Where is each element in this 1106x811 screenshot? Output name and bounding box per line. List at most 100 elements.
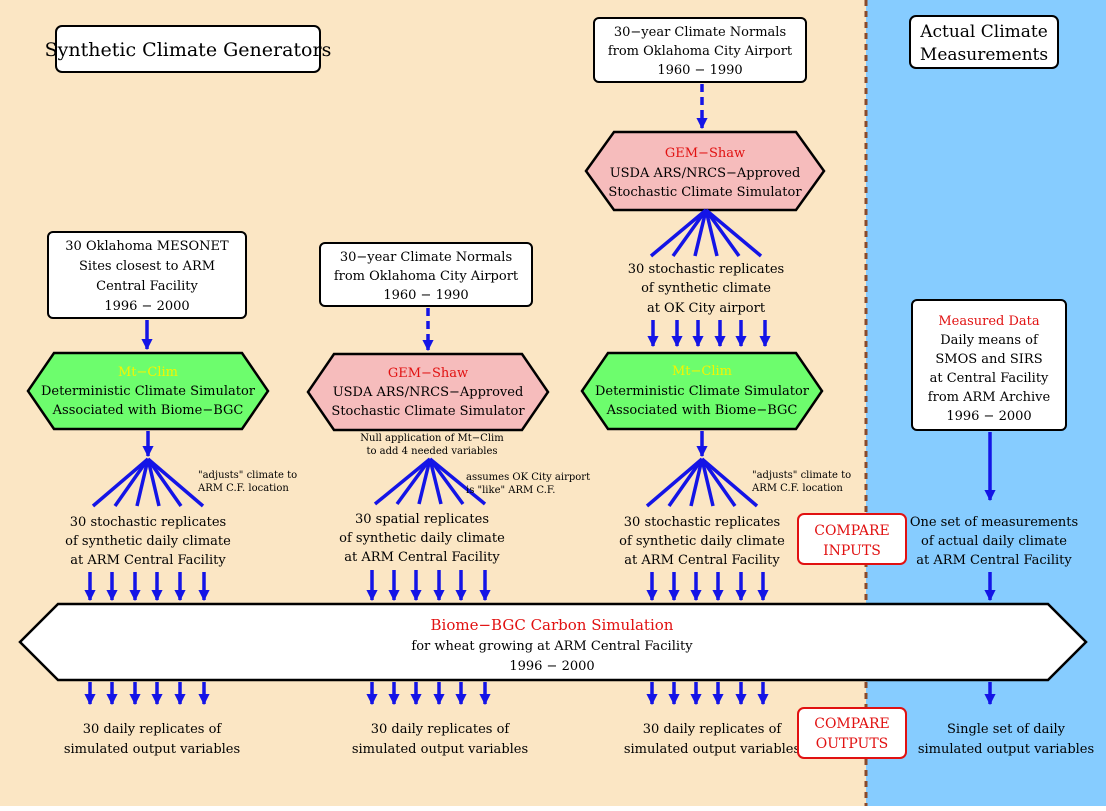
gemshaw-mid-line-1: USDA ARS/NRCS−Approved (333, 385, 524, 400)
adjusts-left-line-2: ARM C.F. location (197, 483, 289, 494)
arrows-out-mid (366, 682, 491, 706)
compare-inputs-line-1: COMPARE (814, 523, 890, 539)
replicates-mid-line-1: 30 spatial replicates (355, 512, 489, 527)
replicates-actual-line-1: One set of measurements (910, 515, 1078, 530)
replicates-mid-line-3: at ARM Central Facility (344, 550, 500, 565)
outputs-actual-line-2: simulated output variables (918, 742, 1094, 757)
biome-bgc-hexagon: Biome−BGC Carbon Simulation for wheat gr… (18, 602, 1088, 682)
fan-line (671, 208, 708, 258)
compare-outputs-line-2: OUTPUTS (816, 736, 889, 752)
actual-header-line-1: Actual Climate (919, 22, 1048, 42)
biome-line-1: for wheat growing at ARM Central Facilit… (411, 639, 693, 654)
mtclim-right-line-1: Deterministic Climate Simulator (595, 384, 810, 399)
compare-inputs-line-2: INPUTS (823, 543, 881, 559)
arrows-in-left (84, 572, 210, 602)
arrows-top (647, 320, 771, 348)
replicates-right-line-3: at ARM Central Facility (624, 553, 780, 568)
replicates-left-line-2: of synthetic daily climate (65, 534, 231, 549)
normals-mid-line-3: 1960 − 1990 (383, 288, 468, 303)
mesonet-line-2: Sites closest to ARM (79, 259, 215, 274)
mtclim-left-line-2: Associated with Biome−BGC (52, 403, 244, 418)
measured-line-5: 1996 − 2000 (946, 409, 1031, 424)
fan-top (649, 208, 763, 258)
outputs-right-line-1: 30 daily replicates of (643, 722, 783, 737)
normals-mid-line-1: 30−year Climate Normals (340, 250, 512, 265)
normals-source-mid: 30−year Climate Normals from Oklahoma Ci… (319, 242, 533, 307)
mtclim-left-hexagon: Mt−Clim Deterministic Climate Simulator … (26, 351, 270, 431)
fan-right (645, 457, 759, 508)
gemshaw-mid-line-2: Stochastic Climate Simulator (331, 404, 525, 419)
adjusts-left-line-1: "adjusts" climate to (198, 470, 297, 481)
null-mtclim-line-2: to add 4 needed variables (366, 446, 497, 457)
mtclim-right-hexagon: Mt−Clim Deterministic Climate Simulator … (580, 351, 824, 431)
arrows-in-mid (366, 570, 491, 602)
fan-line (700, 457, 737, 508)
fan-line (704, 208, 741, 258)
fan-line (395, 457, 432, 506)
replicates-top-line-1: 30 stochastic replicates (628, 262, 784, 277)
replicates-right-line-2: of synthetic daily climate (619, 534, 785, 549)
fan-line (91, 457, 150, 508)
fan-line (417, 458, 432, 505)
fan-line (373, 457, 432, 506)
fan-line (700, 458, 715, 507)
fan-line (645, 457, 704, 508)
gemshaw-top-line-2: Stochastic Climate Simulator (608, 185, 802, 200)
normals-top-line-2: from Oklahoma City Airport (608, 44, 793, 59)
mtclim-left-name: Mt−Clim (118, 365, 178, 380)
replicates-top-line-2: of synthetic climate (641, 281, 771, 296)
replicates-top-line-3: at OK City airport (647, 301, 766, 316)
fan-line (689, 458, 704, 507)
fan-line (428, 458, 443, 505)
gemshaw-top-line-1: USDA ARS/NRCS−Approved (610, 166, 801, 181)
fan-line (146, 458, 161, 507)
biome-title: Biome−BGC Carbon Simulation (431, 616, 674, 634)
outputs-mid-line-1: 30 daily replicates of (371, 722, 511, 737)
null-mtclim-line-1: Null application of Mt−Clim (360, 433, 504, 444)
fan-line (146, 457, 183, 508)
replicates-right-line-1: 30 stochastic replicates (624, 515, 780, 530)
measured-data-source: Measured Data Daily means of SMOS and SI… (911, 299, 1067, 431)
normals-top-line-1: 30−year Climate Normals (614, 25, 786, 40)
mesonet-line-3: Central Facility (96, 279, 198, 294)
synthetic-header-text: Synthetic Climate Generators (45, 39, 332, 61)
mesonet-source: 30 Oklahoma MESONET Sites closest to ARM… (47, 231, 247, 319)
measured-line-4: from ARM Archive (928, 390, 1051, 405)
mesonet-line-1: 30 Oklahoma MESONET (65, 239, 229, 254)
fan-line (146, 457, 205, 508)
fan-line (649, 208, 708, 258)
fan-mid (373, 457, 487, 506)
assumes-line-1: assumes OK City airport (466, 472, 590, 483)
normals-source-top: 30−year Climate Normals from Oklahoma Ci… (593, 17, 807, 83)
gemshaw-top-hexagon: GEM−Shaw USDA ARS/NRCS−Approved Stochast… (584, 130, 826, 212)
compare-outputs-line-1: COMPARE (814, 716, 890, 732)
gemshaw-mid-name: GEM−Shaw (388, 366, 468, 381)
outputs-mid-line-2: simulated output variables (352, 742, 528, 757)
replicates-mid-line-2: of synthetic daily climate (339, 531, 505, 546)
fan-line (704, 208, 763, 258)
adjusts-right-line-2: ARM C.F. location (751, 483, 843, 494)
fan-left (91, 457, 205, 508)
mtclim-right-line-2: Associated with Biome−BGC (606, 403, 798, 418)
outputs-right-line-2: simulated output variables (624, 742, 800, 757)
replicates-actual-line-3: at ARM Central Facility (916, 553, 1072, 568)
arrows-in-right (646, 572, 769, 602)
measured-line-1: Daily means of (940, 333, 1039, 348)
fan-line (693, 209, 708, 257)
compare-inputs-box: COMPARE INPUTS (797, 513, 907, 565)
replicates-left-line-3: at ARM Central Facility (70, 553, 226, 568)
outputs-left-line-1: 30 daily replicates of (83, 722, 223, 737)
synthetic-header: Synthetic Climate Generators (45, 25, 332, 73)
replicates-actual-line-2: of actual daily climate (921, 534, 1067, 549)
outputs-actual-line-1: Single set of daily (947, 722, 1066, 737)
fan-line (135, 458, 150, 507)
arrows-out-right (646, 682, 769, 706)
adjusts-right-line-1: "adjusts" climate to (752, 470, 851, 481)
arrows-out-left (84, 682, 210, 706)
fan-line (428, 457, 487, 506)
assumes-line-2: is "like" ARM C.F. (466, 485, 555, 496)
normals-mid-line-2: from Oklahoma City Airport (334, 269, 519, 284)
fan-line (667, 457, 704, 508)
